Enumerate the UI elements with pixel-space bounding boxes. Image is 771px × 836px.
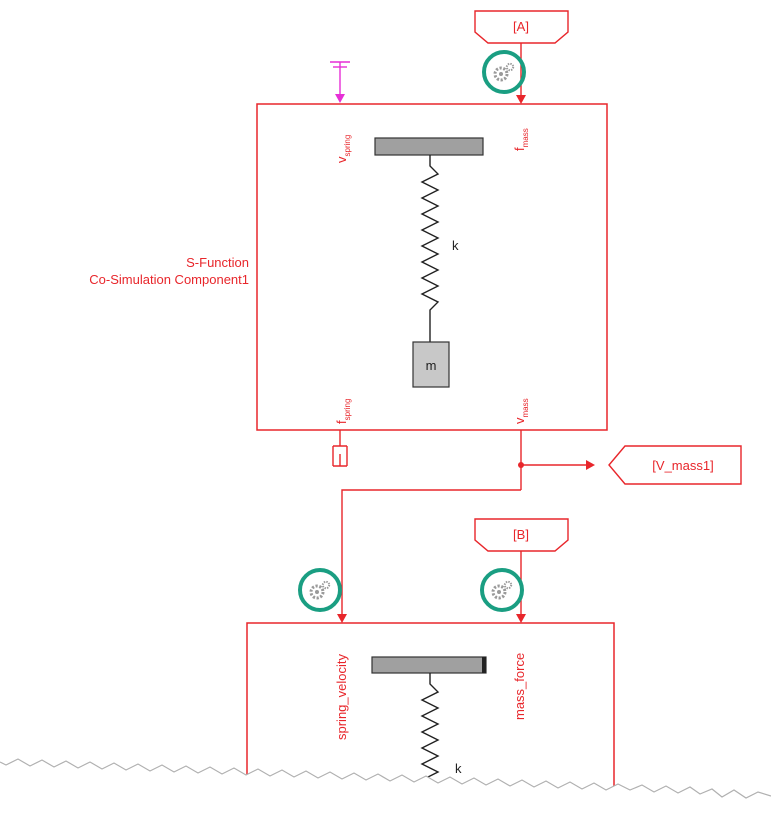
spring-label: k	[452, 238, 459, 253]
svg-text:vmass: vmass	[512, 398, 530, 424]
from-tag-b[interactable]: [B]	[474, 518, 569, 552]
component2-block[interactable]: k spring_velocity mass_force	[246, 622, 615, 836]
gears-icon	[493, 62, 515, 82]
component1-label-line2: Co-Simulation Component1	[89, 272, 249, 287]
coupling-highlight-a[interactable]	[482, 50, 526, 94]
component1-label-line1: S-Function	[186, 255, 249, 270]
goto-tag-v-mass1[interactable]: [V_mass1]	[608, 445, 742, 485]
torn-page-edge	[0, 758, 771, 799]
from-tag-a-label: [A]	[513, 19, 529, 34]
signal-arrow-spring-velocity	[337, 614, 347, 623]
signal-arrow-a	[516, 95, 526, 104]
goto-tag-v-mass1-label: [V_mass1]	[652, 458, 713, 473]
spring-label-2: k	[455, 761, 462, 776]
port-v-mass: vmass	[512, 398, 530, 424]
port-v-spring: vspring	[334, 135, 352, 163]
from-tag-a[interactable]: [A]	[474, 10, 569, 44]
fixed-plate	[374, 137, 484, 156]
mass-label: m	[426, 358, 437, 373]
terminator-icon[interactable]	[332, 430, 348, 467]
port-f-mass: fmass	[512, 128, 530, 151]
port-spring-velocity: spring_velocity	[334, 654, 349, 740]
from-tag-a-shape	[474, 10, 569, 44]
svg-text:fmass: fmass	[512, 128, 530, 151]
fixed-plate-2-edge	[482, 657, 486, 673]
component2-label-line2: Co-Simulation Component2	[79, 789, 239, 804]
mass-block	[412, 341, 450, 388]
svg-text:vspring: vspring	[334, 135, 352, 163]
port-f-spring: fspring	[334, 399, 352, 424]
signal-arrow-goto	[586, 460, 595, 470]
fixed-plate-2	[371, 656, 487, 674]
param-source-icon[interactable]	[330, 61, 350, 103]
component1-block[interactable]: k m vspring fmass fspring vmass	[256, 103, 608, 431]
from-tag-b-label: [B]	[513, 527, 529, 542]
svg-text:fspring: fspring	[334, 399, 352, 424]
spring	[420, 155, 440, 342]
signal-line-crossover	[341, 489, 521, 617]
gears-icon	[491, 580, 513, 600]
component2-label-line1: FMU	[211, 772, 239, 787]
port-mass-force: mass_force	[512, 653, 527, 720]
coupling-highlight-mass-force[interactable]	[480, 568, 524, 612]
signal-arrow-b	[516, 614, 526, 623]
coupling-highlight-spring-velocity[interactable]	[298, 568, 342, 612]
gears-icon	[309, 580, 331, 600]
